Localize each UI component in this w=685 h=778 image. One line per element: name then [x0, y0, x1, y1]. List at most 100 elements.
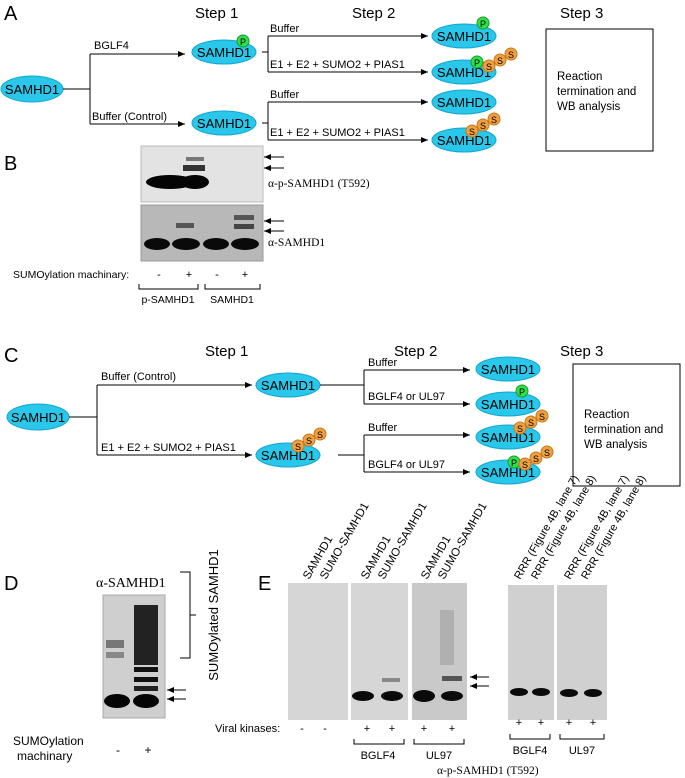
e-sign-10: + [590, 717, 596, 729]
c-product-3-label: SAMHD1 [481, 430, 535, 445]
e-antibody-label: α-p-SAMHD1 (T592) [437, 765, 539, 777]
c-product-2 [475, 391, 541, 417]
a-product-2-s1-label: S [486, 62, 492, 72]
d-lane1-upper-2 [106, 652, 124, 658]
a-product-1 [431, 23, 497, 49]
d-sign-1: - [116, 743, 120, 757]
c-product-2-p-label: P [519, 387, 525, 397]
b-bottom-band-4-upper-1 [234, 215, 254, 220]
a-product-2-sumo-3 [504, 47, 518, 61]
c-product-3-sumo-2 [524, 415, 538, 429]
e-sign-3: + [364, 723, 370, 735]
b-sign-1: - [157, 269, 161, 281]
a-product-2-s2-label: S [497, 56, 503, 66]
e-sign-2: - [323, 723, 327, 735]
a-product-2-phospho [470, 55, 484, 69]
a-box-line-1: Reaction [557, 71, 602, 83]
a-product-4 [431, 127, 497, 153]
e-sign-7: + [516, 717, 522, 729]
b-group-2-label: SAMHD1 [210, 294, 254, 306]
a-label-buffer-control: Buffer (Control) [92, 111, 167, 123]
b-bottom-band-4 [231, 238, 259, 250]
a-mid-top-p-label: P [240, 37, 246, 47]
d-blot-border [102, 594, 166, 719]
b-top-band-lane2 [181, 175, 209, 189]
a-start-label: SAMHD1 [5, 82, 59, 97]
e-group-bglf4: BGLF4 [361, 750, 396, 762]
e-blot-3-smear [440, 610, 454, 665]
panel-c-step1: Step 1 [205, 343, 248, 360]
b-blot-bottom-border [140, 204, 264, 262]
panel-b-letter: B [4, 153, 17, 175]
c-top-kinase-label: BGLF4 or UL97 [368, 391, 445, 403]
a-product-4-sumo-1 [465, 124, 479, 138]
a-product-4-sumo-3 [487, 112, 501, 126]
c-product-3-sumo-3 [535, 409, 549, 423]
c-bottom-buffer-label: Buffer [368, 422, 397, 434]
b-bottom-band-2 [172, 238, 200, 250]
e-blot-3-band-2-upper [442, 676, 462, 681]
c-product-2-label: SAMHD1 [481, 397, 535, 412]
c-mid-bottom-label: SAMHD1 [261, 448, 315, 463]
d-bracket-label: SUMOylated SAMHD1 [206, 549, 221, 680]
e-bracket-bglf4 [353, 739, 405, 745]
e-sign-8: + [538, 717, 544, 729]
e-bracket-ul97-2 [559, 734, 605, 740]
e-sign-4: + [389, 723, 395, 735]
c-mid-bottom-sumo-1 [291, 439, 305, 453]
e-bracket-ul97 [413, 739, 465, 745]
panel-c-step2: Step 2 [394, 343, 437, 360]
d-lane2-smear [134, 605, 158, 665]
b-blot-bottom-label: α-SAMHD1 [268, 237, 325, 249]
b-top-band-lane2-upper [183, 165, 205, 171]
b-sign-4: + [242, 269, 248, 281]
a-product-4-sumo-2 [476, 118, 490, 132]
b-top-band-lane1 [146, 175, 194, 189]
b-blot-top-border [140, 145, 264, 203]
panel-c: C Step 1 Step 2 Step 3 SAMHD1 Buffer (Co… [4, 343, 681, 487]
b-bracket-1 [138, 284, 199, 290]
b-bracket-2 [204, 284, 261, 290]
c-box-line-2: termination and [584, 424, 663, 436]
a-product-3-label: SAMHD1 [437, 95, 491, 110]
d-machinery-line-1: SUMOylation [13, 734, 84, 748]
a-mid-bottom-node [191, 110, 257, 136]
c-mid-bottom-s1: S [295, 442, 301, 452]
e-sign-1: - [300, 723, 304, 735]
panel-a-step3: Step 3 [560, 5, 603, 22]
a-bottom-buffer-label: Buffer [270, 89, 299, 101]
panel-d: D α-SAMHD1 SUMOylated SAMHD1 SUMOylation… [4, 549, 221, 763]
panel-c-step3: Step 3 [560, 343, 603, 360]
panel-d-letter: D [4, 573, 18, 595]
c-product-4-s2: S [533, 454, 539, 464]
panel-e-letter: E [258, 573, 271, 595]
c-top-buffer-label: Buffer [368, 357, 397, 369]
d-antibody-label: α-SAMHD1 [96, 576, 166, 591]
e-blot-2-band-1 [352, 691, 374, 701]
c-bottom-kinase-label: BGLF4 or UL97 [368, 459, 445, 471]
e-blot-4-band-1 [510, 688, 528, 696]
a-product-2-p-label: P [474, 58, 480, 68]
b-top-band-lane2-upper2 [186, 157, 204, 161]
a-mid-bottom-label: SAMHD1 [197, 116, 251, 131]
a-mid-top-phospho [236, 34, 250, 48]
e-sign-9: + [566, 717, 572, 729]
e-blot-2-band-2 [381, 691, 403, 701]
panel-c-letter: C [4, 345, 18, 367]
a-product-4-s2-label: S [480, 121, 486, 131]
e-blot-3-band-2 [441, 691, 463, 701]
panel-b: B α-p-SAMHD1 (T592) α-SAMHD1 SUMOylation… [4, 145, 370, 306]
c-product-3-s2: S [528, 418, 534, 428]
c-product-2-phospho [515, 384, 529, 398]
a-product-1-p-label: P [480, 19, 486, 29]
c-label-buffer-control: Buffer (Control) [101, 371, 176, 383]
b-machinery-label: SUMOylation machinary: [13, 269, 129, 281]
e-bracket-bglf4-2 [509, 734, 551, 740]
c-product-4-s3: S [544, 448, 550, 458]
e-blot-4-band-2 [532, 688, 550, 696]
c-mid-bottom-sumo-2 [302, 433, 316, 447]
b-sign-2: + [186, 269, 192, 281]
b-bottom-band-2-upper [176, 223, 194, 228]
a-product-4-s1-label: S [469, 127, 475, 137]
